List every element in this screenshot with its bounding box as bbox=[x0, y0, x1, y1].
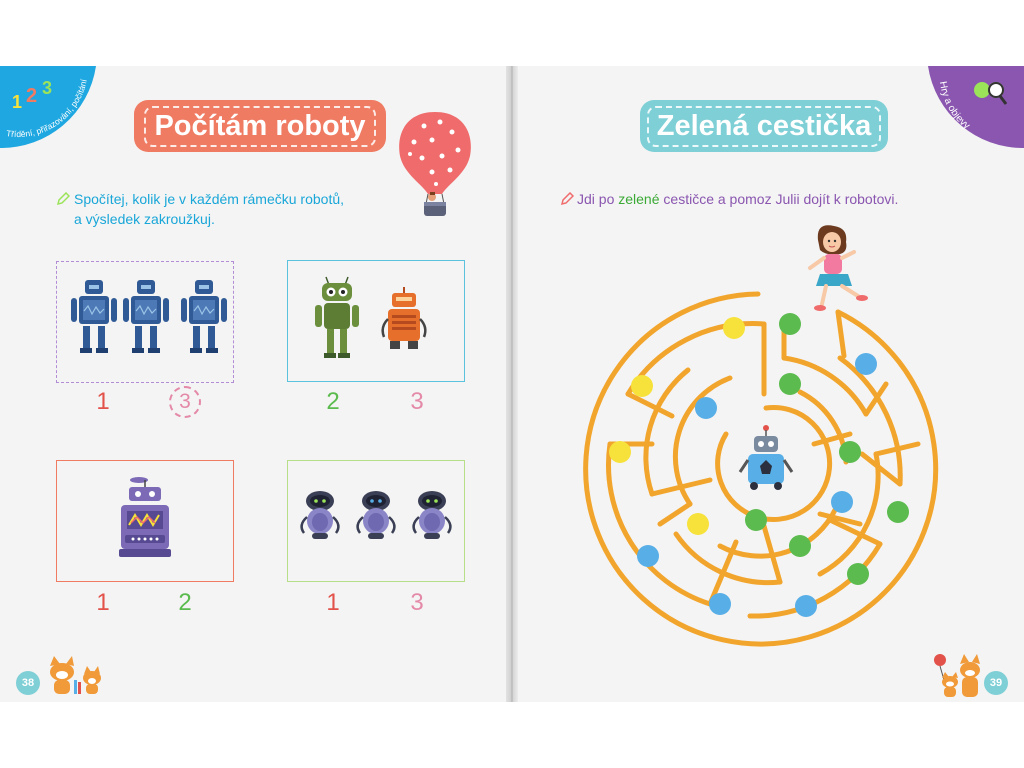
instruction-line-2: a výsledek zakroužkuj. bbox=[74, 211, 215, 227]
answer-option-circled[interactable]: 3 bbox=[169, 386, 201, 418]
blue-robot-icon bbox=[181, 280, 227, 353]
pencil-icon-left bbox=[56, 192, 70, 206]
girl-julie-illustration bbox=[804, 224, 884, 316]
answer-option[interactable]: 1 bbox=[96, 388, 110, 415]
purple-robot-icon bbox=[119, 477, 171, 557]
corner-tab-right: Hry a objevy bbox=[928, 66, 1024, 148]
orange-robot-icon bbox=[381, 287, 427, 349]
answer-option[interactable]: 2 bbox=[178, 589, 192, 616]
title-pill-right: Zelená cestička bbox=[640, 100, 888, 152]
answer-option[interactable]: 1 bbox=[96, 589, 110, 616]
green-robot-icon bbox=[315, 276, 359, 358]
frame-purple-robot bbox=[56, 460, 234, 582]
digit-3: 3 bbox=[42, 78, 52, 98]
right-page bbox=[516, 66, 1024, 702]
digit-2: 2 bbox=[26, 85, 37, 107]
instruction-after: cestičce a pomoz Julii dojít k robotovi. bbox=[659, 191, 899, 207]
page-number-right: 39 bbox=[984, 671, 1008, 695]
fox-mascot-icon bbox=[44, 656, 104, 696]
pencil-icon-right bbox=[560, 192, 574, 206]
instruction-left: Spočítej, kolik je v každém rámečku robo… bbox=[74, 189, 344, 229]
frame-blue-robots bbox=[56, 261, 234, 383]
round-robot-icon bbox=[412, 491, 452, 539]
page-title-left: Počítám roboty bbox=[144, 105, 376, 147]
answer-option[interactable]: 3 bbox=[410, 589, 424, 616]
answer-option[interactable]: 3 bbox=[410, 388, 424, 415]
corner-tab-left: Třídění, přiřazování, počítání 1 2 3 bbox=[0, 66, 96, 148]
frame-green-orange-robots bbox=[287, 260, 465, 382]
instruction-right: Jdi po zelené cestičce a pomoz Julii doj… bbox=[577, 189, 898, 209]
digit-1: 1 bbox=[12, 92, 22, 112]
magnifier-icon bbox=[974, 82, 1008, 105]
maze-dots bbox=[609, 313, 909, 617]
book-spine bbox=[506, 66, 518, 702]
round-robot-icon bbox=[300, 491, 340, 539]
instruction-before: Jdi po bbox=[577, 191, 619, 207]
instruction-highlight: zelené bbox=[618, 191, 660, 207]
page-title-right: Zelená cestička bbox=[646, 105, 882, 147]
maze-robot-icon bbox=[738, 425, 794, 490]
round-robot-icon bbox=[356, 491, 396, 539]
hot-air-balloon-icon bbox=[396, 110, 474, 222]
answer-option[interactable]: 1 bbox=[326, 589, 340, 616]
answer-option[interactable]: 2 bbox=[326, 388, 340, 415]
frame-small-robots bbox=[287, 460, 465, 582]
page-number-left: 38 bbox=[16, 671, 40, 695]
blue-robot-icon bbox=[123, 280, 169, 353]
blue-robot-icon bbox=[71, 280, 117, 353]
maze-labyrinth bbox=[580, 284, 950, 654]
instruction-line-1: Spočítej, kolik je v každém rámečku robo… bbox=[74, 191, 345, 207]
fox-balloon-icon bbox=[932, 652, 982, 698]
title-pill-left: Počítám roboty bbox=[134, 100, 386, 152]
